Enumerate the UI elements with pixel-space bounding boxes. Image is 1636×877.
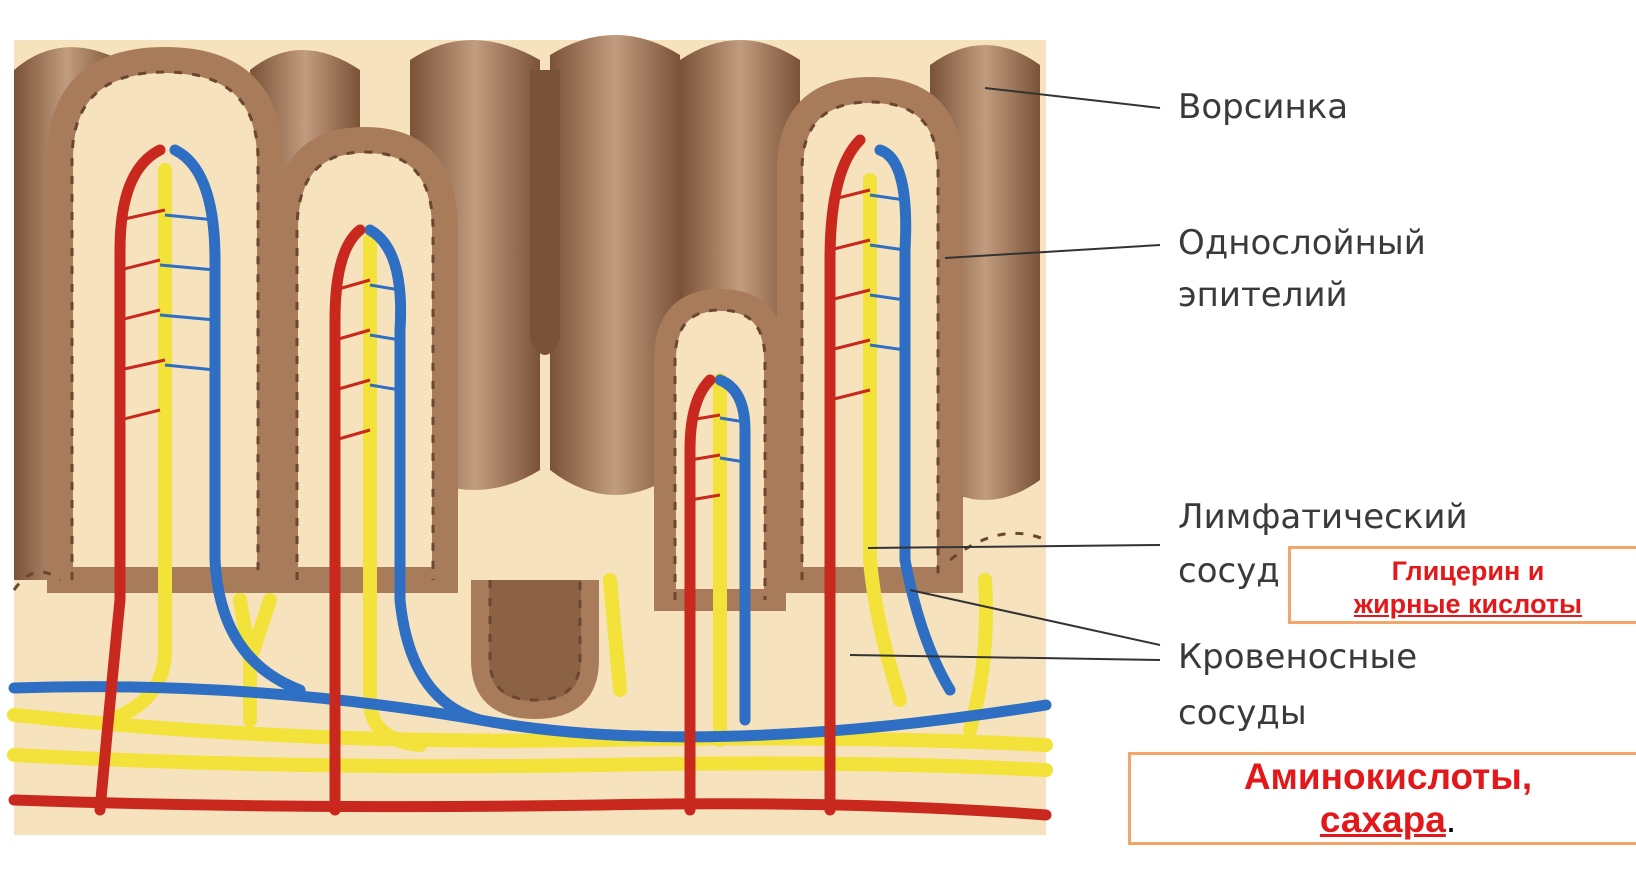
- callout-amino-line2: сахара: [1320, 799, 1446, 840]
- callout-amino-acids-sugars: Аминокислоты, сахара.: [1128, 752, 1636, 845]
- label-lymph-2: сосуд: [1178, 544, 1280, 598]
- callout-amino-line2-wrap: сахара.: [1131, 798, 1636, 841]
- label-blood-2: сосуды: [1178, 686, 1307, 740]
- callout-amino-suffix: .: [1446, 799, 1456, 840]
- callout-fats-line1: Глицерин и: [1291, 555, 1636, 588]
- label-epithelium-2: эпителий: [1178, 268, 1348, 322]
- crypt: [480, 580, 590, 710]
- label-lymph-1: Лимфатический: [1178, 490, 1468, 544]
- label-epithelium-1: Однослойный: [1178, 216, 1426, 270]
- callout-glycerol-fatty-acids: Глицерин и жирные кислоты: [1288, 546, 1636, 624]
- label-blood-1: Кровеносные: [1178, 630, 1417, 684]
- callout-fats-line2: жирные кислоты: [1291, 588, 1636, 621]
- callout-amino-line1: Аминокислоты,: [1131, 755, 1636, 798]
- label-villus: Ворсинка: [1178, 80, 1348, 134]
